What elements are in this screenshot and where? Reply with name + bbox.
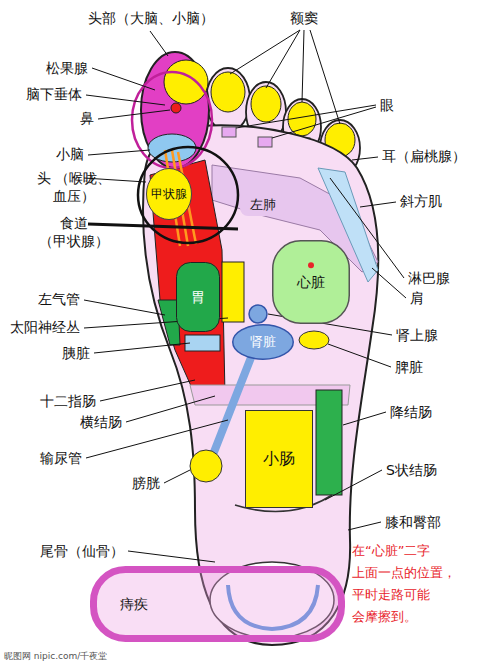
part-label: 小脑	[56, 146, 84, 164]
heart-region: 心脏	[272, 240, 350, 324]
part-label: 横结肠	[80, 414, 122, 432]
region-outline	[240, 194, 286, 216]
part-label: 松果腺	[46, 60, 88, 78]
region-text: 心脏	[297, 274, 325, 291]
part-label: 头部（大脑、小脑）	[88, 10, 214, 28]
lung-region: 左肺	[240, 194, 286, 216]
stomach-region: 胃	[176, 262, 220, 332]
part-label: 眼	[380, 97, 394, 115]
part-label: S状结肠	[386, 462, 437, 480]
region-outline	[233, 325, 294, 360]
part-label: 膝和臀部	[385, 514, 441, 532]
region-outline	[94, 570, 342, 639]
watermark: 昵图网 nipic.com/千夜堂	[4, 651, 107, 662]
part-label: 肩	[410, 290, 424, 308]
part-label: 输尿管	[40, 450, 82, 468]
intestine-region: 小肠	[245, 410, 313, 508]
part-label: 十二指肠	[40, 393, 96, 411]
part-label: 太阳神经丛	[10, 319, 80, 337]
region-outline	[246, 411, 313, 508]
region-text: 左肺	[250, 197, 276, 213]
note-text: 在“心脏”二字 上面一点的位置， 平时走路可能 会摩擦到。	[352, 540, 492, 628]
region-text: 肾脏	[250, 334, 276, 350]
part-label: 食道 （甲状腺）	[28, 215, 120, 250]
highlight-band: 痔疾	[90, 566, 345, 642]
part-label: 斜方肌	[400, 193, 442, 211]
part-label: 肾上腺	[396, 327, 438, 345]
part-label: 脾脏	[395, 359, 423, 377]
region-text: 痔疾	[120, 596, 148, 613]
part-label: 膀胱	[132, 475, 160, 493]
part-label: 胰脏	[62, 345, 90, 363]
marker-dot	[308, 262, 314, 268]
kidney-region: 肾脏	[232, 324, 294, 360]
part-label: 头 （喉咙、血压）	[22, 170, 126, 205]
region-outline	[147, 169, 192, 220]
region-outline	[177, 263, 220, 332]
region-text: 小肠	[263, 449, 295, 468]
region-outline	[273, 241, 350, 324]
part-label: 鼻	[80, 110, 94, 128]
part-label: 脑下垂体	[26, 86, 82, 104]
part-label: 额窦	[290, 10, 318, 28]
leader-lines	[84, 30, 406, 562]
region-text: 胃	[191, 289, 205, 306]
part-label: 尾骨（仙骨）	[40, 543, 124, 561]
region-text: 甲状腺	[151, 187, 187, 201]
part-label: 降结肠	[390, 404, 432, 422]
part-label: 淋巴腺	[408, 270, 450, 288]
thyroid-region: 甲状腺	[146, 168, 192, 220]
part-label: 左气管	[38, 291, 80, 309]
part-label: 耳（扁桃腺）	[382, 148, 466, 166]
